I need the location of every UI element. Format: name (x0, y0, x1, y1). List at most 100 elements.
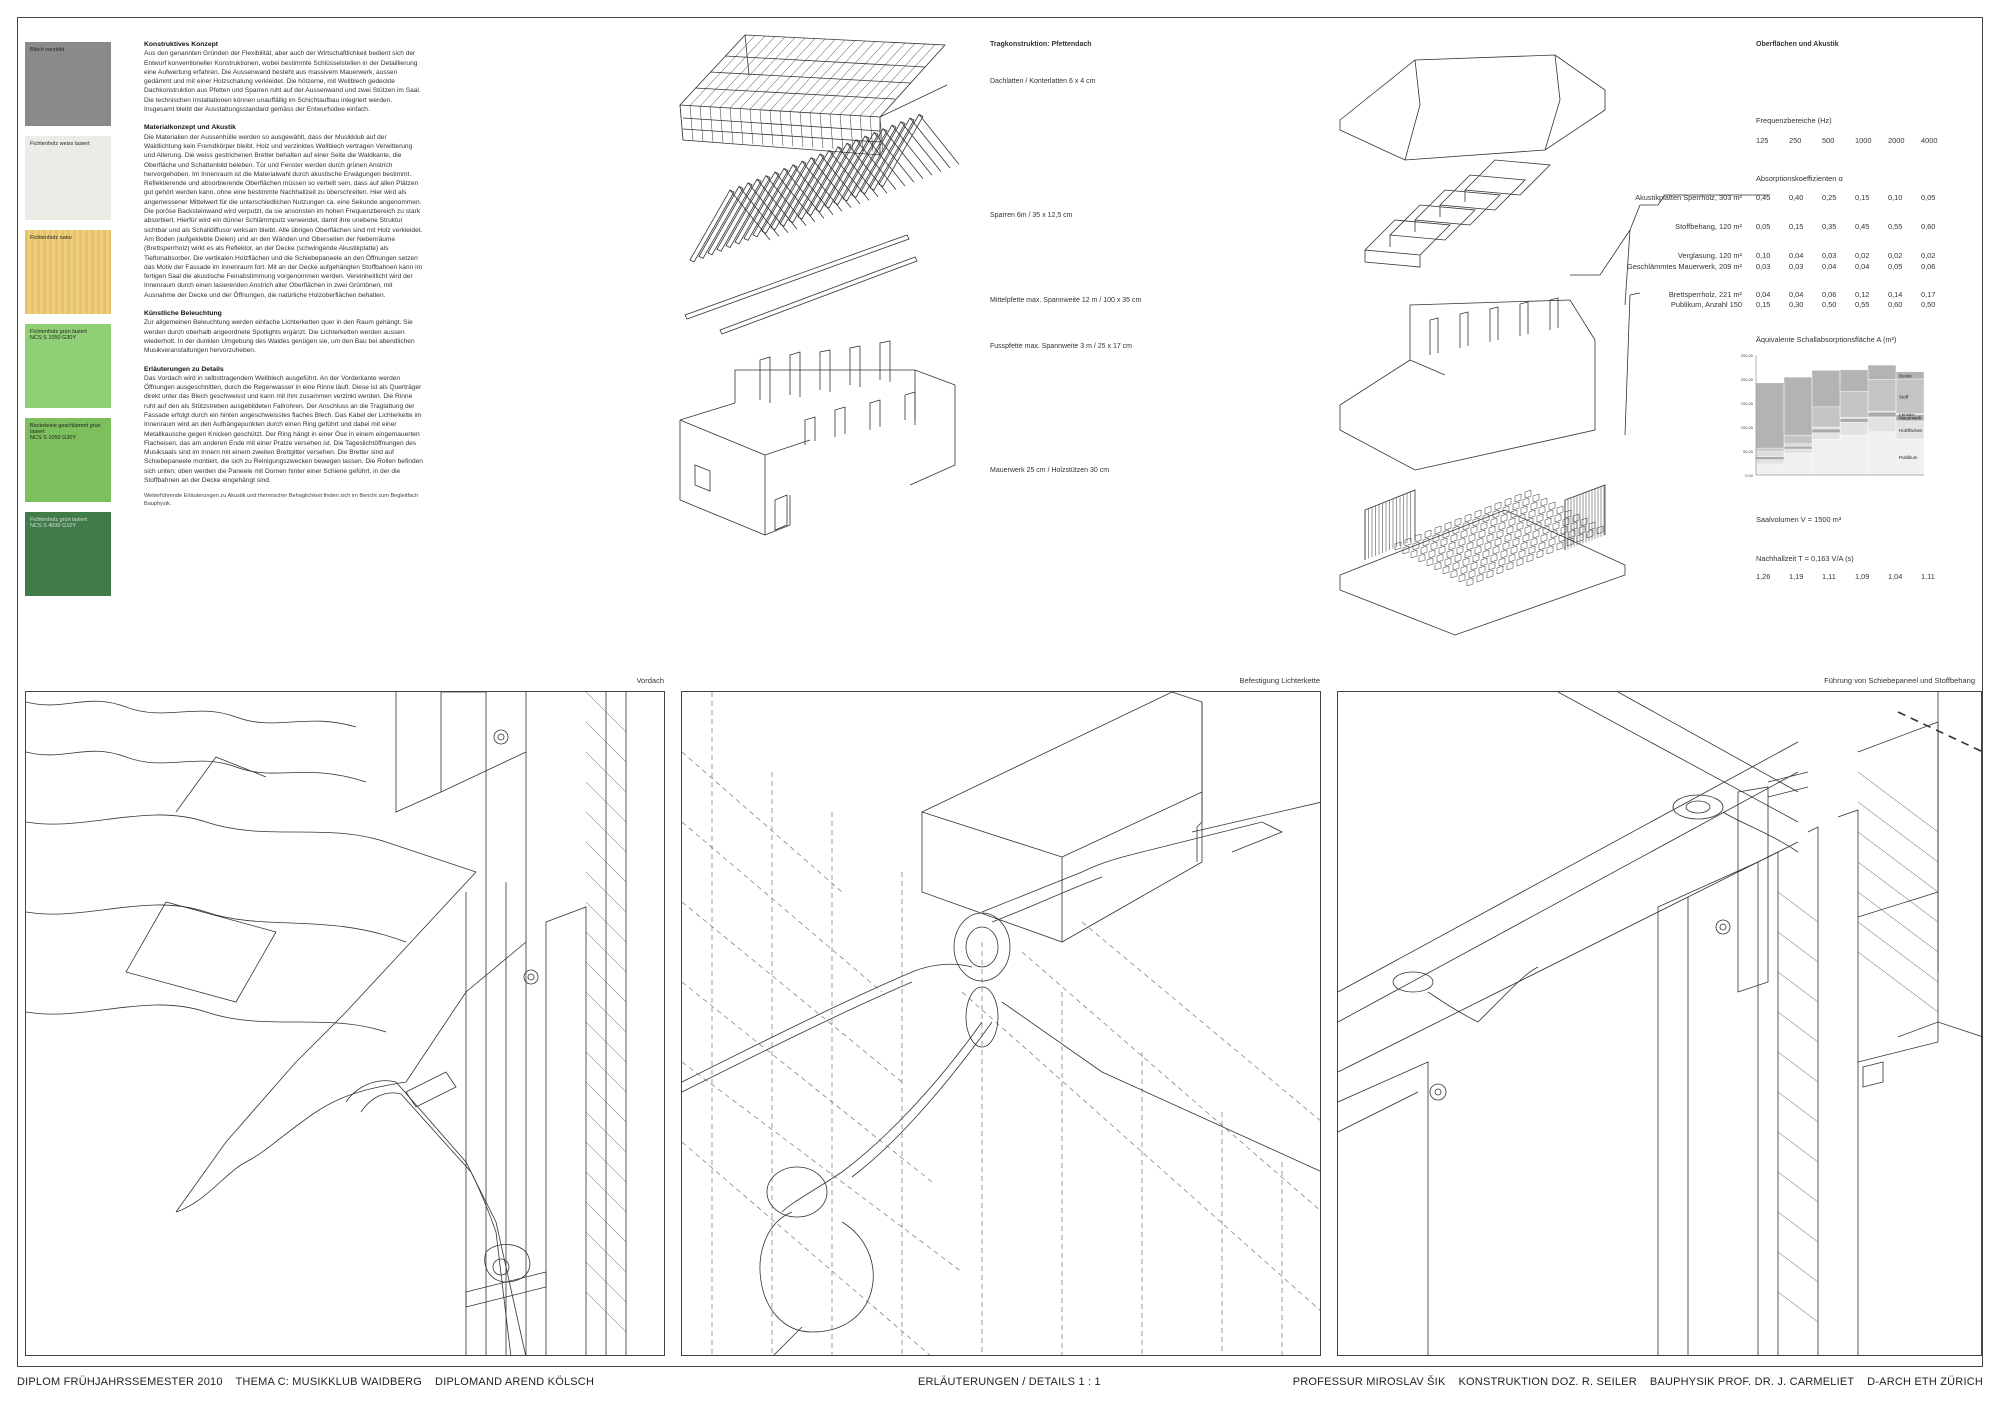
coef-value: 0,02 (1855, 251, 1870, 260)
canopy-drawing (26, 692, 627, 1355)
coef-value: 0,12 (1855, 290, 1870, 299)
label-middle-purlin: Mittelpfette max. Spannweite 12 m / 100 … (990, 297, 1142, 304)
swatch-code: NCS S 1050 G30Y (30, 335, 77, 341)
coef-value: 0,14 (1888, 290, 1903, 299)
coef-value: 0,03 (1789, 262, 1804, 271)
chart-ytick: 150,00 (1741, 401, 1754, 406)
reverb-value-5: 1,11 (1921, 572, 1935, 581)
chart-series-label: Fenster (1899, 412, 1915, 417)
heading-material: Materialkonzept und Akustik (144, 124, 236, 132)
surfaces-axonometry (1339, 54, 1626, 636)
coef-value: 0,06 (1921, 262, 1936, 271)
sliding-panel-drawing (1338, 692, 1981, 1355)
coef-value: 0,15 (1789, 222, 1804, 231)
coef-value: 0,05 (1888, 262, 1903, 271)
swatch-white-spruce: Fichtenholz weiss lasiert (25, 136, 111, 220)
coef-value: 0,45 (1756, 193, 1771, 202)
chart-series-decke (1755, 364, 1925, 449)
reverb-label: Nachhallzeit T = 0,163 V/A (s) (1756, 554, 1854, 563)
coef-value: 0,30 (1789, 300, 1804, 309)
coef-row-label: Brettsperrholz, 221 m² (1668, 290, 1742, 299)
heading-concept: Konstruktives Konzept (144, 41, 219, 48)
ceiling-panels-drawing (1339, 54, 1606, 161)
panel-title-sliding-panel: Führung von Schiebepaneel und Stoffbehan… (1824, 676, 1975, 685)
leader-lines (1570, 194, 1770, 436)
middle-purlin-drawing (684, 234, 918, 335)
sheet-frame (17, 17, 1983, 1367)
volume-label: Saalvolumen V = 1500 m³ (1756, 515, 1842, 524)
swatch-label: Blech verzinkt (30, 47, 65, 53)
freq-value-4: 2000 (1888, 136, 1905, 145)
coef-value: 0,04 (1855, 262, 1870, 271)
coef-value: 0,03 (1756, 262, 1771, 271)
structure-axonometry (679, 34, 960, 536)
walls-openings-drawing (1339, 297, 1596, 471)
coef-value: 0,40 (1789, 193, 1804, 202)
coef-value: 0,04 (1822, 262, 1837, 271)
reverb-value-4: 1,04 (1888, 572, 1903, 581)
panel-title-canopy: Vordach (636, 676, 664, 685)
insulation-dashes (1897, 711, 1981, 752)
canopy-hatch (585, 692, 627, 1333)
reverb-value-2: 1,11 (1822, 572, 1836, 581)
coef-value: 0,04 (1789, 251, 1804, 260)
reverb-value-0: 1,26 (1756, 572, 1771, 581)
reverb-value-3: 1,09 (1855, 572, 1870, 581)
coef-value: 0,02 (1921, 251, 1936, 260)
chart-ytick: 250,00 (1741, 353, 1754, 358)
sliding-hatch (1777, 771, 1939, 1323)
absorption-chart: 0,0050,00100,00150,00200,00250,00Publiku… (1741, 353, 1925, 478)
freq-value-2: 500 (1822, 136, 1835, 145)
structure-title: Tragkonstruktion: Pfettendach (990, 41, 1092, 48)
paragraph-details: Das Vordach wird in selbsttragendem Well… (144, 374, 423, 485)
swatch-label: Fichtenholz grün lasiert (30, 329, 87, 335)
coef-value: 0,50 (1822, 300, 1837, 309)
coef-row-label: Akustikplatten Sperrholz, 303 m² (1635, 193, 1742, 202)
coef-value: 0,50 (1921, 300, 1936, 309)
panel-title-light-chain: Befestigung Lichterkette (1239, 676, 1320, 685)
floor-audience-drawing (1339, 484, 1626, 636)
paragraph-material: Die Materialien der Aussenhülle werden s… (144, 133, 423, 299)
swatch-label: Fichtenholz natur (30, 235, 73, 241)
coef-value: 0,10 (1756, 251, 1771, 260)
label-masonry: Mauerwerk 25 cm / Holzstützen 30 cm (990, 467, 1110, 474)
coef-value: 0,15 (1756, 300, 1771, 309)
rafters-drawing (689, 113, 960, 263)
coef-value: 0,45 (1855, 222, 1870, 231)
coef-value: 0,17 (1921, 290, 1936, 299)
light-chain-drawing (682, 692, 1320, 1355)
coef-row-label: Geschlämmtes Mauerwerk, 209 m² (1627, 262, 1742, 271)
swatch-label: Fichtenholz weiss lasiert (30, 141, 90, 147)
coef-value: 0,15 (1855, 193, 1870, 202)
chart-series-label: Stoff (1899, 394, 1909, 399)
label-rafters: Sparren 6m / 35 x 12,5 cm (990, 212, 1073, 219)
heading-details: Erläuterungen zu Details (144, 365, 224, 373)
detail-sliding-panel (1337, 691, 1982, 1356)
detail-canopy (25, 691, 665, 1356)
chart-series-label: Decke (1899, 373, 1912, 378)
swatch-label: Backsteine geschlämmt grün lasiert (30, 423, 101, 435)
chart-ytick: 0,00 (1745, 473, 1754, 478)
chart-title: Äquivalente Schallabsorptionsfläche A (m… (1756, 335, 1897, 344)
paragraph-concept: Aus den genannten Gründen der Flexibilit… (144, 50, 421, 114)
label-battens: Dachlatten / Konterlatten 6 x 4 cm (990, 78, 1096, 85)
freq-value-3: 1000 (1855, 136, 1872, 145)
swatch-natural-spruce: Fichtenholz natur (25, 230, 111, 314)
coef-row-label: Verglasung, 120 m² (1677, 251, 1742, 260)
freq-value-5: 4000 (1921, 136, 1938, 145)
note-text: Weiterführende Erläuterungen zu Akustik … (144, 493, 419, 507)
chart-series-label: Mauerwerk (1899, 416, 1922, 421)
coef-row-values: 0,03 0,03 0,04 0,04 0,05 0,06 (1756, 262, 1954, 271)
freq-label: Frequenzbereiche (Hz) (1756, 116, 1832, 125)
paragraph-lighting: Zur allgemeinen Beleuchtung werden einfa… (144, 319, 415, 355)
fabric-drapes-drawing (1364, 159, 1551, 268)
roof-battens-drawing (679, 34, 948, 156)
swatch-galvanized: Blech verzinkt (25, 42, 111, 126)
coef-value: 0,60 (1888, 300, 1903, 309)
